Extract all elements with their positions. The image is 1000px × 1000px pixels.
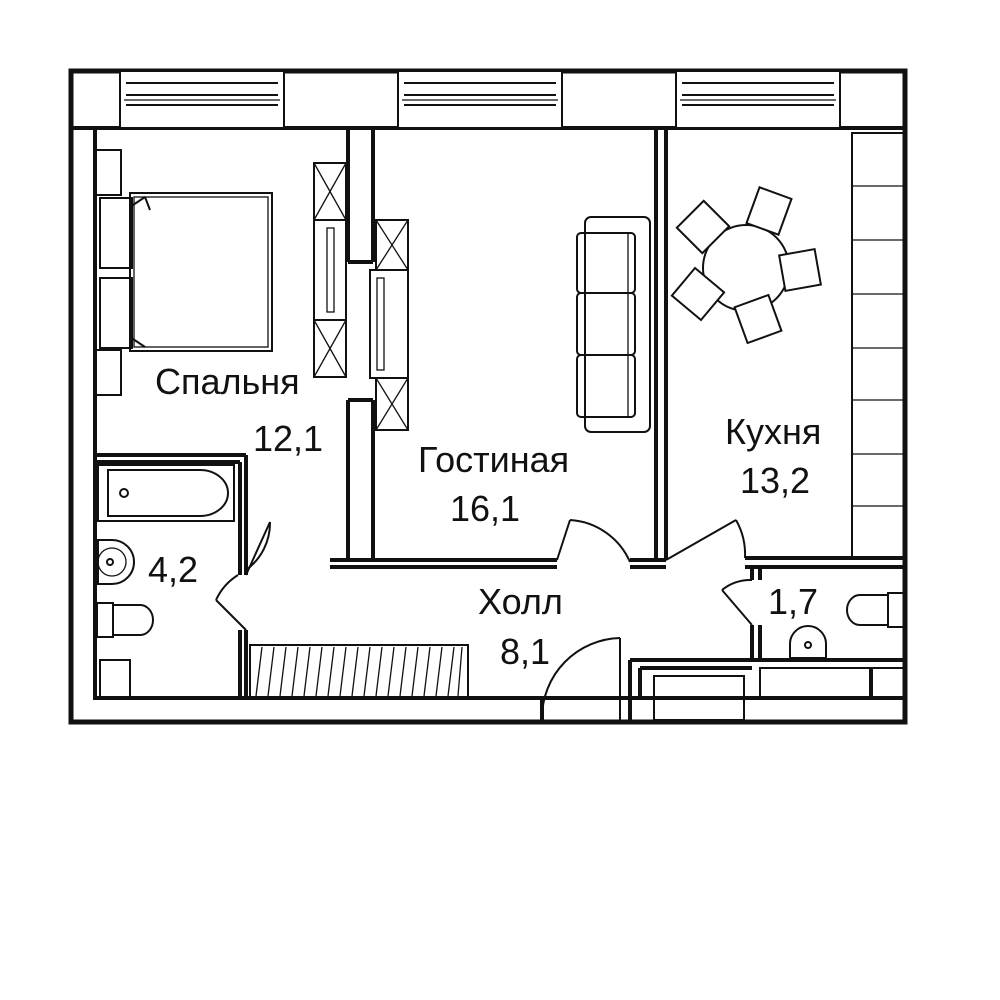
toilet-area: 1,7: [768, 581, 818, 622]
living-name: Гостиная: [418, 439, 569, 480]
window-bedroom: [119, 70, 285, 129]
doors: [215, 519, 753, 722]
bathroom-sink: [97, 539, 135, 585]
bathroom-area: 4,2: [148, 549, 198, 590]
tv-unit: [369, 219, 409, 431]
hall-name: Холл: [478, 581, 563, 622]
window-living: [397, 70, 563, 129]
bathroom-toilet: [96, 602, 154, 638]
bathtub: [97, 464, 235, 522]
kitchen-area: 13,2: [740, 460, 810, 501]
bedroom-area: 12,1: [253, 418, 323, 459]
hall-area: 8,1: [500, 631, 550, 672]
sofa: [576, 216, 651, 433]
living-area: 16,1: [450, 488, 520, 529]
bed: [94, 149, 273, 396]
interior-walls: [95, 128, 906, 722]
dining-set: [670, 186, 823, 345]
bedroom-name: Спальня: [155, 361, 300, 402]
window-kitchen: [675, 70, 841, 129]
hall-wardrobe: [249, 644, 469, 699]
kitchen-counter: [851, 132, 906, 559]
wc-toilet: [846, 592, 905, 628]
wc-sink: [789, 625, 827, 659]
wardrobe-bedroom: [313, 162, 347, 378]
kitchen-name: Кухня: [725, 411, 821, 452]
